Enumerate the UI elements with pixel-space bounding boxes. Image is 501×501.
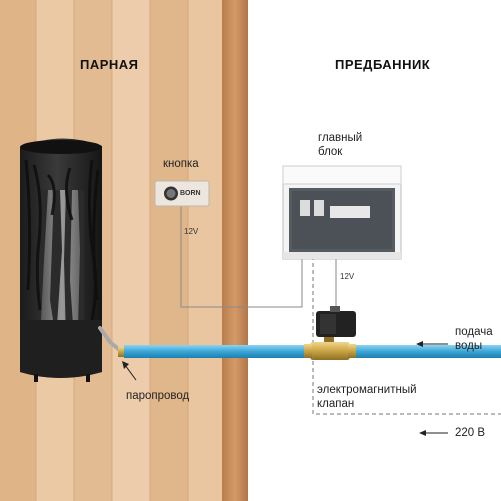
valve-voltage-label: 12V [340,272,355,281]
mains-arrow [419,430,448,436]
main-control-unit [282,165,402,260]
dressing-room-heading: ПРЕДБАННИК [335,57,431,72]
solenoid-valve [304,306,356,360]
steam-pipe-arrow [122,361,137,381]
water-supply-label-line2: воды [455,340,483,352]
steam-room-heading: ПАРНАЯ [80,57,139,72]
wood-wall [0,0,222,501]
main-unit-label-line2: блок [318,146,343,158]
steam-pipe-connector [98,326,124,357]
brand-logo: BORN [180,190,201,197]
partition-wall [222,0,248,501]
sauna-heater [20,138,102,382]
mains-dashed-line [312,256,501,415]
mains-label: 220 В [455,427,486,439]
button-voltage-label: 12V [184,227,199,236]
main-unit-label-line1: главный [318,132,363,144]
water-supply-label-line1: подача [455,326,493,338]
supply-arrow [416,341,448,347]
valve-label-line1: электромагнитный [317,384,417,396]
wire-button-to-unit [180,206,303,308]
steam-pipe-label: паропровод [126,390,190,402]
valve-label-line2: клапан [317,398,355,410]
control-button [154,180,210,207]
button-label: кнопка [163,158,199,170]
